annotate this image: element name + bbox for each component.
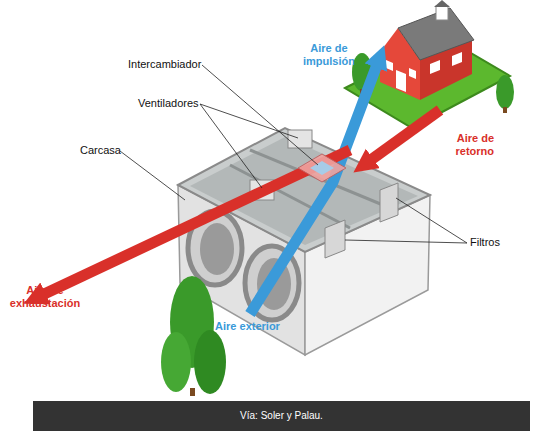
leader-line — [200, 104, 262, 188]
part-label: Carcasa — [80, 144, 124, 157]
heat-exchanger-core — [310, 161, 334, 175]
airflow-label: Aire de impulsión — [299, 42, 359, 68]
return-air-arrow — [368, 110, 440, 162]
house-window — [430, 60, 440, 74]
leader-line — [396, 198, 467, 243]
tree — [496, 75, 514, 109]
part-label: Intercambiador — [128, 58, 206, 71]
tree-trunk — [503, 107, 507, 113]
leader-line — [200, 104, 298, 138]
tree-trunk — [190, 388, 195, 396]
leader-line — [120, 151, 185, 200]
airflow-label: Aire de exhaustación — [4, 284, 86, 310]
house — [345, 0, 514, 128]
house-door — [396, 70, 406, 92]
heat-exchanger — [298, 154, 346, 182]
house-window — [409, 68, 416, 79]
exhaust-air-arrow — [40, 150, 350, 296]
tree — [194, 330, 226, 394]
tree — [161, 332, 191, 392]
caption: Vía: Soler y Palau. — [33, 401, 530, 431]
house-window — [452, 52, 462, 66]
tree-cluster — [161, 276, 226, 396]
airflow-label: Aire exterior — [200, 320, 295, 333]
air-port-inner — [200, 223, 234, 275]
bell-tower-roof — [434, 0, 450, 7]
leader-line — [202, 65, 318, 165]
part-label: Filtros — [470, 236, 514, 249]
filter — [380, 183, 398, 222]
leader-lines — [120, 65, 467, 243]
fan — [288, 130, 312, 148]
caption-bar — [33, 401, 530, 431]
airflow-label: Aire de retorno — [430, 132, 494, 158]
filter — [325, 220, 345, 258]
leader-line — [345, 240, 467, 243]
house-window — [386, 60, 393, 71]
part-label: Ventiladores — [138, 97, 208, 110]
house-bell-tower — [436, 6, 448, 20]
